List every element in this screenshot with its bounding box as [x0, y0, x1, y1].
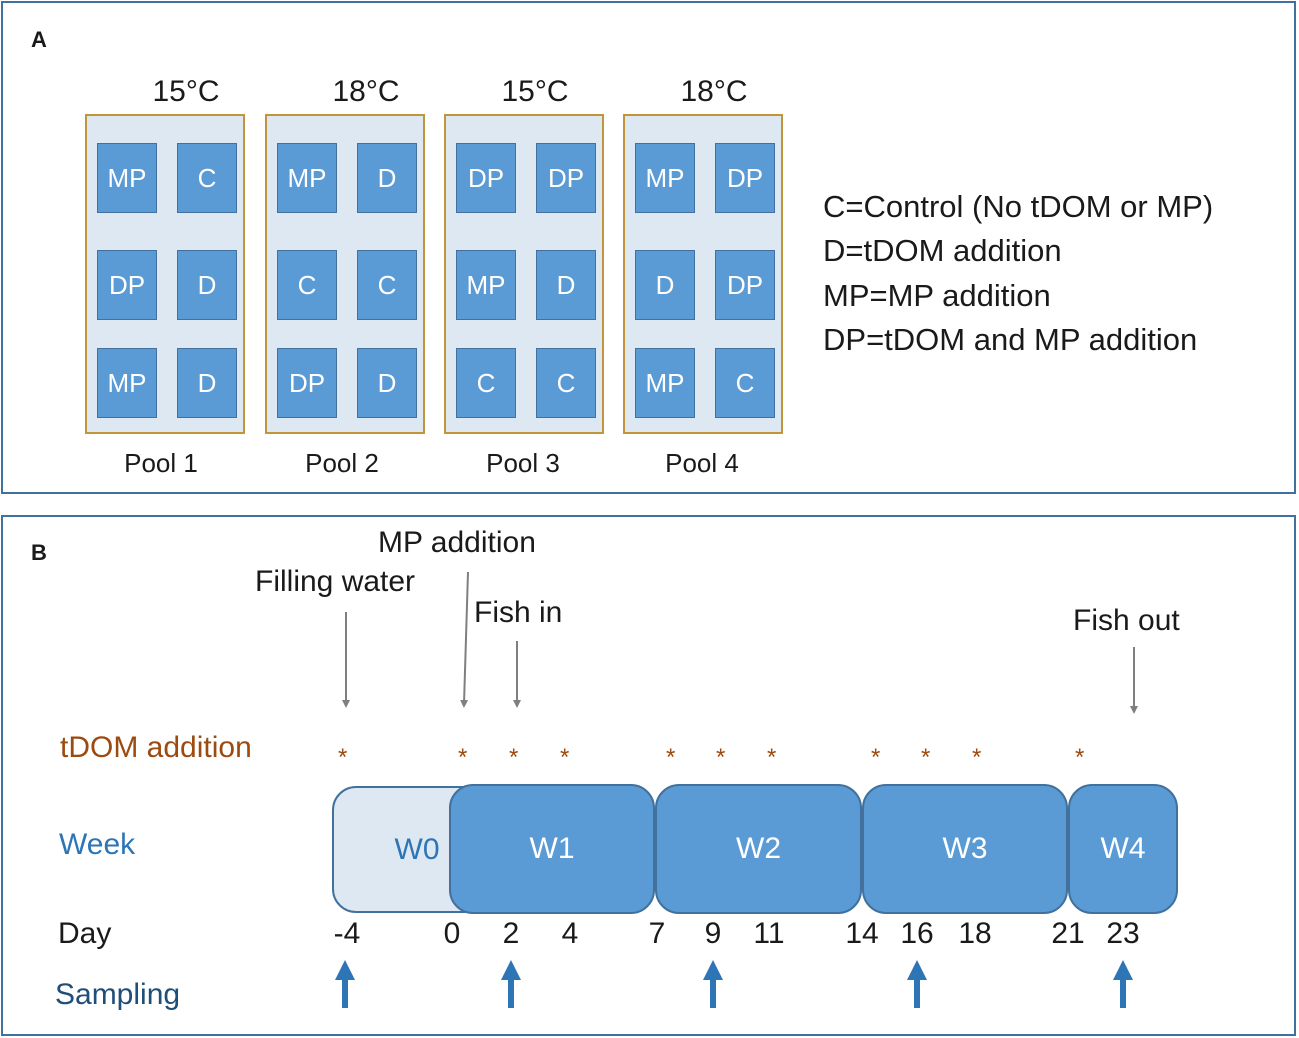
- day-label: 7: [648, 917, 666, 950]
- legend-mp: MP=MP addition: [823, 278, 1051, 313]
- pool-2-cell: D: [357, 143, 417, 213]
- pool-2-temp: 18°C: [332, 75, 400, 108]
- tdom-star: *: [767, 744, 777, 771]
- week-w4: W4: [1068, 784, 1178, 914]
- pool-2-cell: D: [357, 348, 417, 418]
- pool-4-label: Pool 4: [665, 448, 739, 478]
- tdom-star: *: [716, 744, 726, 771]
- pool-2-cell: C: [357, 250, 417, 320]
- pool-3-cell: C: [456, 348, 516, 418]
- event-filling-water: Filling water: [255, 565, 416, 598]
- tdom-row-label: tDOM addition: [60, 731, 252, 764]
- pool-1-label: Pool 1: [124, 448, 198, 478]
- tdom-star: *: [338, 744, 348, 771]
- pool-4-cell: DP: [715, 250, 775, 320]
- pool-1-cell: MP: [97, 143, 157, 213]
- pool-2-cell: C: [277, 250, 337, 320]
- day-label: 21: [1051, 917, 1085, 950]
- pool-1-cell: C: [177, 143, 237, 213]
- sampling-arrow: [703, 960, 723, 1008]
- pool-1-cell: D: [177, 250, 237, 320]
- panel-a-label: A: [31, 27, 47, 52]
- tdom-star: *: [871, 744, 881, 771]
- pool-2-label: Pool 2: [305, 448, 379, 478]
- panel-b-label: B: [31, 540, 47, 565]
- pool-3-cell: MP: [456, 250, 516, 320]
- tdom-star: *: [972, 744, 982, 771]
- pool-3-cell: C: [536, 348, 596, 418]
- pool-1-temp: 15°C: [152, 75, 220, 108]
- pool-2-cell: MP: [277, 143, 337, 213]
- tdom-star: *: [1075, 744, 1085, 771]
- week-row-label: Week: [59, 828, 136, 861]
- day-label: 9: [704, 917, 722, 950]
- day-label: 0: [443, 917, 461, 950]
- day-label: 23: [1106, 917, 1140, 950]
- tdom-star: *: [560, 744, 570, 771]
- day-label: 14: [845, 917, 879, 950]
- pool-3: DP DP MP D C C: [444, 114, 604, 434]
- week-w2: W2: [655, 784, 862, 914]
- pool-3-cell: DP: [536, 143, 596, 213]
- week-w3: W3: [862, 784, 1068, 914]
- mp-addition-arrow: [460, 571, 469, 708]
- panel-a: A 15°C 18°C 15°C 18°C MP C DP D MP D MP …: [1, 1, 1296, 494]
- day-label: -4: [333, 917, 361, 950]
- day-row-label: Day: [58, 917, 112, 950]
- event-fish-out: Fish out: [1073, 604, 1180, 637]
- tdom-star: *: [458, 744, 468, 771]
- day-label: 18: [958, 917, 992, 950]
- day-label: 16: [900, 917, 934, 950]
- pool-3-cell: DP: [456, 143, 516, 213]
- pool-2-cell: DP: [277, 348, 337, 418]
- pool-2: MP D C C DP D: [265, 114, 425, 434]
- sampling-row-label: Sampling: [55, 978, 181, 1011]
- pool-4-cell: D: [635, 250, 695, 320]
- pool-4-cell: C: [715, 348, 775, 418]
- pool-4-cell: MP: [635, 348, 695, 418]
- day-label: 4: [561, 917, 579, 950]
- sampling-arrow: [907, 960, 927, 1008]
- pool-4-temp: 18°C: [680, 75, 748, 108]
- sampling-arrow: [335, 960, 355, 1008]
- day-label: 2: [502, 917, 520, 950]
- week-w1: W1: [449, 784, 655, 914]
- pool-4-cell: DP: [715, 143, 775, 213]
- pool-4-cell: MP: [635, 143, 695, 213]
- panel-b: B: [1, 515, 1296, 1036]
- sampling-arrow: [501, 960, 521, 1008]
- pool-3-cell: D: [536, 250, 596, 320]
- tdom-star: *: [666, 744, 676, 771]
- legend-dp: DP=tDOM and MP addition: [823, 322, 1198, 357]
- legend-tdom: D=tDOM addition: [823, 233, 1062, 268]
- pool-3-temp: 15°C: [501, 75, 569, 108]
- sampling-arrow: [1113, 960, 1133, 1008]
- event-fish-in: Fish in: [474, 596, 563, 629]
- legend-control: C=Control (No tDOM or MP): [823, 189, 1214, 224]
- pool-1: MP C DP D MP D: [85, 114, 245, 434]
- pool-1-cell: DP: [97, 250, 157, 320]
- pool-3-label: Pool 3: [486, 448, 560, 478]
- pool-1-cell: D: [177, 348, 237, 418]
- event-mp-addition: MP addition: [378, 526, 536, 559]
- pool-4: MP DP D DP MP C: [623, 114, 783, 434]
- pool-1-cell: MP: [97, 348, 157, 418]
- tdom-star: *: [921, 744, 931, 771]
- tdom-star: *: [509, 744, 519, 771]
- day-label: 11: [753, 917, 785, 950]
